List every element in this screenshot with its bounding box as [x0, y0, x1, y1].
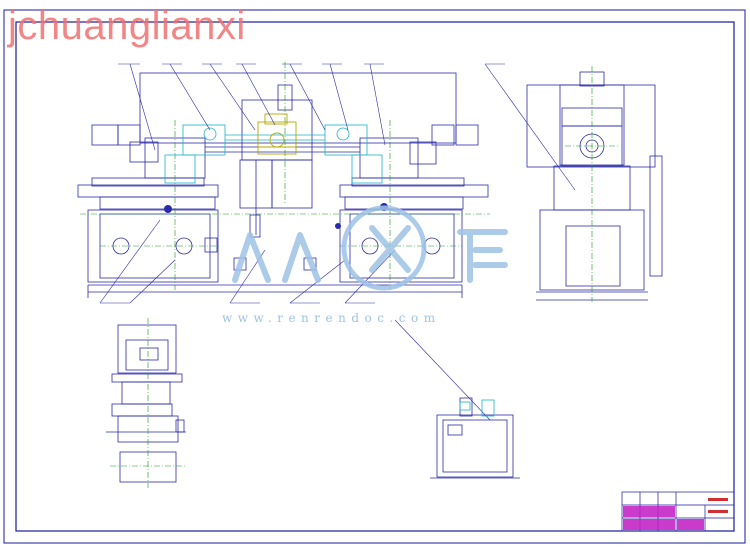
- title-block-highlights: [623, 506, 704, 530]
- hub-markers: [164, 203, 388, 229]
- watermark-logo: [232, 205, 508, 291]
- watermark-brand-text: jchuanglianxi: [8, 4, 246, 48]
- plan-view-centerline: [110, 318, 186, 488]
- cyan-tooling: [164, 124, 383, 184]
- yellow-gearbox: [257, 113, 297, 155]
- front-view-centerlines: [80, 62, 490, 290]
- hydraulic-unit-accent: [459, 399, 495, 417]
- watermark-site-text: www.renrendoc.com: [222, 311, 441, 325]
- leader-lines: [99, 63, 576, 421]
- drawing-frame: [3, 9, 746, 544]
- plan-view: [106, 324, 186, 483]
- title-block-red-marks: [708, 498, 728, 513]
- side-view-centerline: [565, 66, 620, 302]
- hydraulic-unit: [430, 397, 520, 479]
- front-view: [77, 72, 489, 298]
- side-view: [526, 71, 663, 301]
